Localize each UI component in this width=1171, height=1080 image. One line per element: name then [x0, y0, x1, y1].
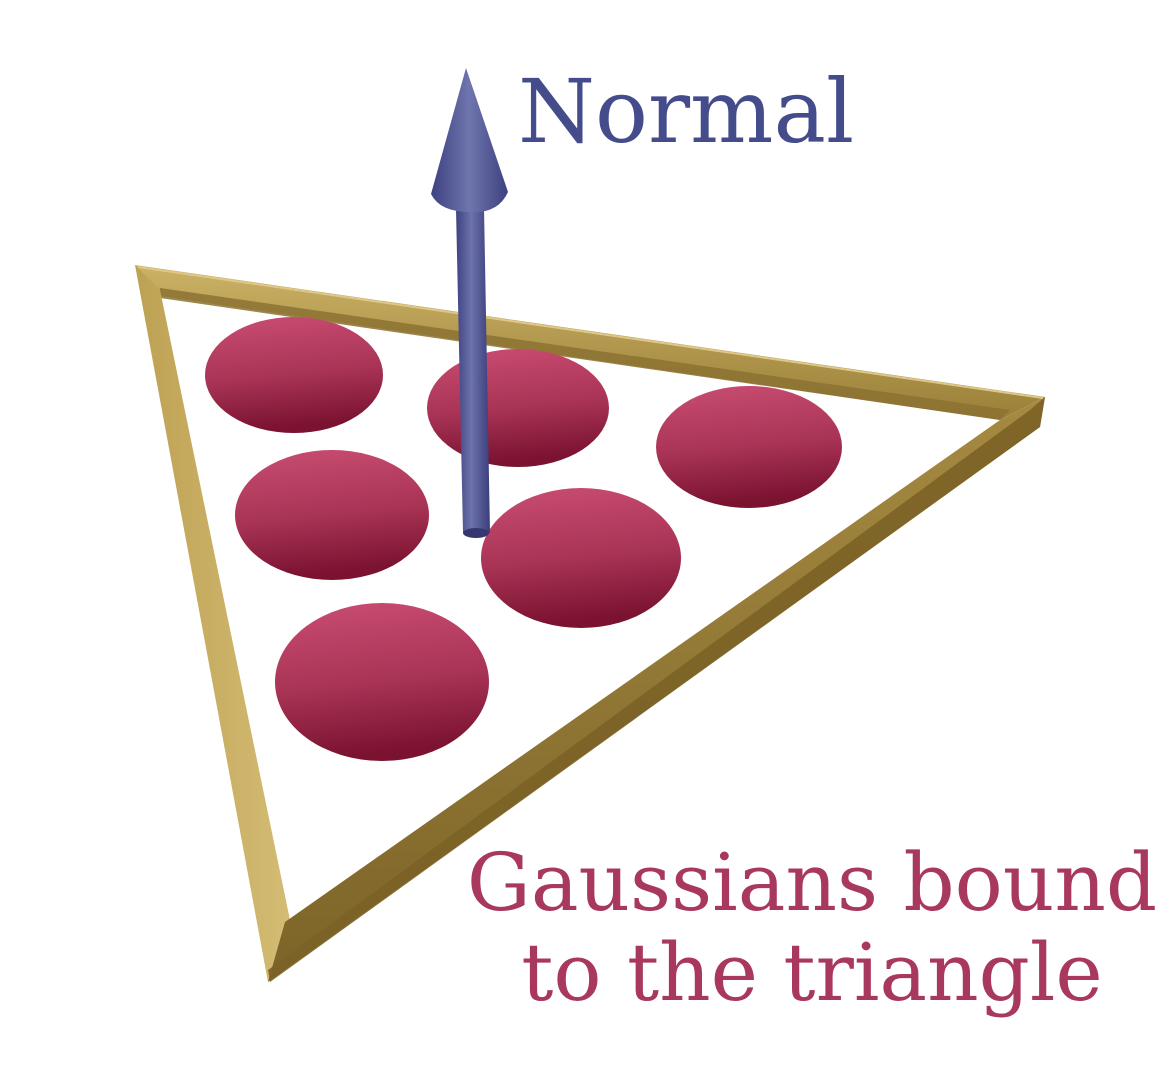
gaussians-label-line2: to the triangle [521, 925, 1103, 1019]
gaussian-disk [481, 488, 681, 628]
arrow-head [431, 68, 508, 213]
gaussians [205, 317, 842, 761]
frame-top-inner-bevel [160, 288, 1010, 420]
gaussians-label-line1: Gaussians bound [466, 836, 1158, 929]
normal-arrow [431, 68, 508, 538]
gaussian-disk [275, 603, 489, 761]
gaussians-label: Gaussians bound to the triangle [462, 838, 1162, 1017]
frame-top-edge [135, 265, 1045, 420]
gaussian-disk [656, 386, 842, 508]
gaussian-disk [235, 450, 429, 580]
normal-label: Normal [518, 68, 854, 156]
frame-highlight [137, 266, 1044, 399]
triangle-frame [135, 265, 1045, 982]
frame-right-outer-face [268, 397, 1045, 982]
frame-left-edge [135, 265, 290, 982]
arrow-shaft [456, 208, 490, 533]
normal-label-text: Normal [518, 60, 855, 163]
gaussian-disk [427, 349, 609, 467]
gaussian-disk [205, 317, 383, 433]
arrow-shaft-base [463, 528, 489, 538]
